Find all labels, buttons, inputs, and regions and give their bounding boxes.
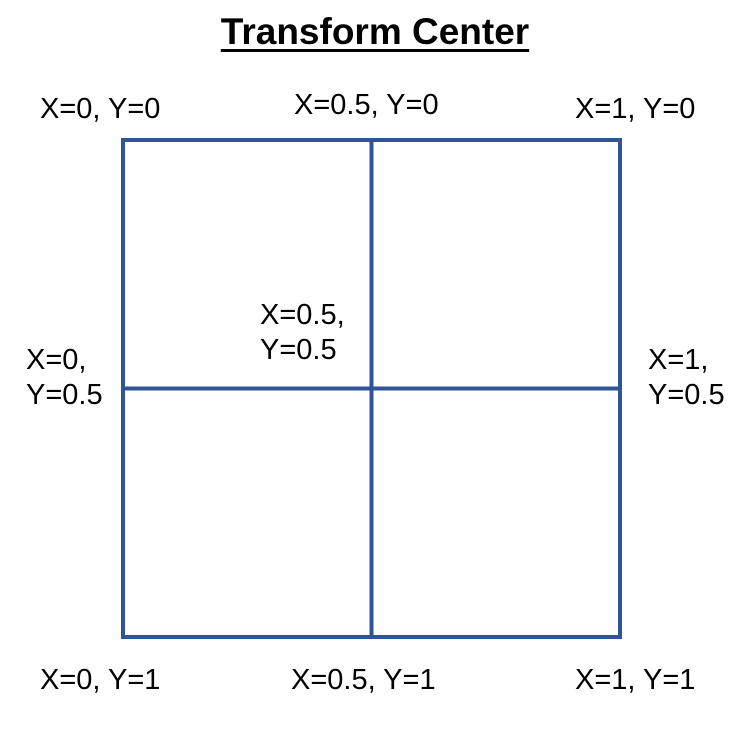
label-center-line2: Y=0.5 — [260, 334, 337, 366]
label-mid-left-line2: Y=0.5 — [26, 379, 103, 411]
label-center-line1: X=0.5, — [260, 299, 345, 331]
label-mid-right-line2: Y=0.5 — [648, 379, 725, 411]
label-bottom-right: X=1, Y=1 — [575, 664, 696, 696]
label-bottom-left: X=0, Y=1 — [40, 664, 161, 696]
label-top-center: X=0.5, Y=0 — [294, 89, 439, 121]
label-top-left: X=0, Y=0 — [40, 93, 161, 125]
label-mid-right: X=1, Y=0.5 — [648, 343, 725, 413]
label-center: X=0.5, Y=0.5 — [260, 298, 345, 368]
label-bottom-center: X=0.5, Y=1 — [291, 664, 436, 696]
label-top-right: X=1, Y=0 — [575, 93, 696, 125]
label-mid-left: X=0, Y=0.5 — [26, 343, 103, 413]
diagram-title: Transform Center — [220, 11, 530, 52]
label-mid-left-line1: X=0, — [26, 344, 87, 376]
label-mid-right-line1: X=1, — [648, 344, 709, 376]
